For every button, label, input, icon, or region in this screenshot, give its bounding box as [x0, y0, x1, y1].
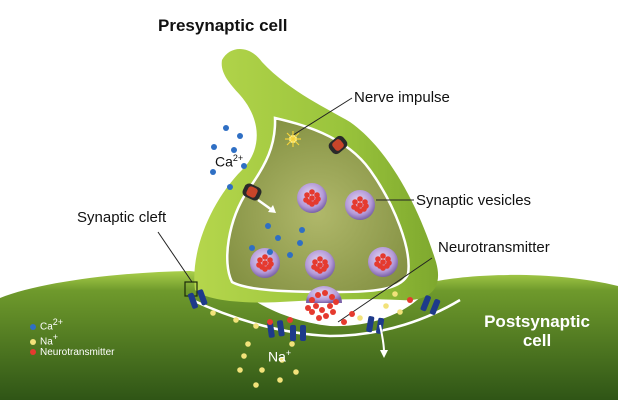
calcium-ion: [299, 227, 305, 233]
sodium-ion: [237, 367, 243, 373]
label-neurotransmitter: Neurotransmitter: [438, 239, 550, 256]
calcium-ion: [241, 163, 247, 169]
legend-item-sodium: Na+: [30, 332, 58, 347]
calcium-charge: 2+: [232, 153, 244, 163]
label-sodium-ion: Na+: [268, 348, 291, 365]
legend-sodium-base: Na: [40, 336, 53, 348]
calcium-ion: [287, 252, 293, 258]
calcium-channel: [328, 135, 348, 155]
sodium-ion: [259, 367, 265, 373]
postsynaptic-line2: cell: [522, 331, 552, 350]
legend-neurotransmitter: Neurotransmitter: [40, 347, 115, 358]
sodium-ion: [293, 369, 299, 375]
sodium-ion: [245, 341, 251, 347]
free-neurotransmitter: [267, 319, 273, 325]
postsynaptic-membrane: [189, 297, 461, 338]
sodium-ion: [233, 317, 239, 323]
legend-dot-sodium: [30, 338, 36, 345]
postsynaptic-line1: Postsynaptic: [484, 312, 590, 331]
label-synaptic-cleft: Synaptic cleft: [77, 209, 167, 226]
calcium-ion: [231, 147, 237, 153]
legend-item-calcium: Ca2+: [30, 317, 63, 332]
sodium-charge: +: [285, 348, 292, 358]
legend-calcium-base: Ca: [40, 321, 53, 333]
receptor-channel: [290, 325, 306, 341]
sodium-ion: [289, 341, 295, 347]
sodium-ion: [277, 377, 283, 383]
synaptic-vesicle: [368, 247, 398, 277]
legend-item-neurotransmitter: Neurotransmitter: [30, 347, 114, 358]
sodium-ion: [253, 323, 259, 329]
calcium-ion: [297, 240, 303, 246]
legend-sodium-charge: +: [52, 332, 59, 342]
label-calcium-ion: Ca2+: [215, 153, 243, 170]
free-neurotransmitter: [341, 319, 347, 325]
legend-calcium-charge: 2+: [52, 317, 64, 327]
calcium-ion: [227, 184, 233, 190]
synaptic-vesicle: [305, 250, 335, 280]
calcium-ion: [210, 169, 216, 175]
sodium-ion: [253, 382, 259, 388]
sodium-ion: [383, 303, 389, 309]
synaptic-vesicle: [297, 183, 327, 213]
label-synaptic-vesicles: Synaptic vesicles: [416, 192, 532, 209]
sodium-ion: [392, 291, 398, 297]
calcium-influx-arrow: [257, 198, 273, 212]
receptor-channel: [187, 289, 208, 309]
calcium-channel: [242, 183, 262, 201]
sodium-ion: [357, 315, 363, 321]
free-neurotransmitter: [287, 317, 293, 323]
synaptic-vesicle: [250, 248, 280, 278]
sodium-ion: [279, 357, 285, 363]
free-neurotransmitter: [349, 311, 355, 317]
receptor-channel: [420, 295, 441, 315]
calcium-ion: [249, 245, 255, 251]
calcium-ion: [265, 223, 271, 229]
calcium-ion: [223, 125, 229, 131]
legend-dot-calcium: [30, 323, 36, 330]
sodium-ion: [210, 310, 216, 316]
releasing-vesicle: [305, 286, 342, 321]
sodium-base: Na: [268, 348, 286, 365]
label-nerve-impulse: Nerve impulse: [354, 89, 450, 106]
presynaptic-title: Presynaptic cell: [158, 16, 288, 35]
free-neurotransmitter: [407, 297, 413, 303]
leader-cleft: [157, 231, 193, 283]
legend-dot-neurotransmitter: [30, 349, 36, 356]
calcium-base: Ca: [215, 153, 233, 170]
leader-neurotransmitter: [337, 257, 433, 323]
label-postsynaptic-cell: Postsynaptic cell: [462, 312, 612, 350]
receptor-channel: [267, 320, 285, 338]
nerve-impulse-spark: [285, 131, 301, 147]
sodium-ion: [397, 309, 403, 315]
leader-nerve-impulse: [289, 97, 353, 138]
calcium-ion: [267, 249, 273, 255]
sodium-influx-arrow: [379, 324, 385, 353]
calcium-ion: [211, 144, 217, 150]
calcium-ion: [237, 133, 243, 139]
sodium-ion: [241, 353, 247, 359]
synaptic-vesicle: [345, 190, 375, 220]
calcium-ion: [275, 235, 281, 241]
